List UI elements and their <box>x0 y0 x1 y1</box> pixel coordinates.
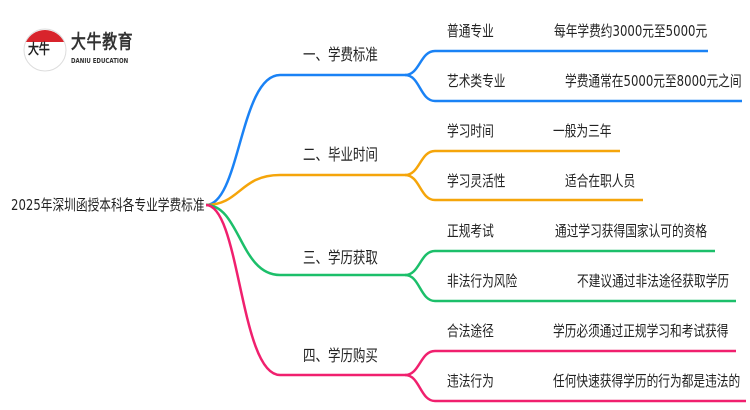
branch-label: 三、学历获取 <box>303 248 378 267</box>
leaf-label: 正规考试 <box>447 222 494 240</box>
leaf-value: 学费通常在5000元至8000元之间 <box>565 72 742 90</box>
leaf-label: 合法途径 <box>447 322 494 340</box>
leaf-value: 适合在职人员 <box>565 172 636 190</box>
branch-label: 二、毕业时间 <box>303 145 378 164</box>
branch-line-4b <box>404 373 746 403</box>
leaf-value: 每年学费约3000元至5000元 <box>554 22 708 40</box>
leaf-label: 学习灵活性 <box>447 172 506 190</box>
logo-brand-cn: 大牛教育 <box>71 31 134 53</box>
logo-mark: 大牛 <box>28 42 50 58</box>
leaf-value: 学历必须通过正规学习和考试获得 <box>553 322 729 340</box>
branch-line-4 <box>205 203 736 377</box>
leaf-label: 艺术类专业 <box>447 72 506 90</box>
leaf-value: 不建议通过非法途径获取学历 <box>577 272 730 290</box>
logo-arc <box>26 29 64 42</box>
root-topic: 2025年深圳函授本科各专业学费标准 <box>11 196 205 214</box>
branch-line-1 <box>205 49 708 207</box>
leaf-label: 普通专业 <box>447 22 494 40</box>
leaf-label: 违法行为 <box>447 372 494 390</box>
leaf-value: 一般为三年 <box>553 122 612 140</box>
branch-line-2 <box>205 149 620 207</box>
branch-line-1b <box>404 73 742 103</box>
leaf-label: 学习时间 <box>447 122 494 140</box>
leaf-label: 非法行为风险 <box>447 272 518 290</box>
branch-line-3b <box>404 273 736 303</box>
leaf-value: 通过学习获得国家认可的资格 <box>555 222 708 240</box>
logo-brand-en: DANIU EDUCATION <box>71 57 129 65</box>
branch-label: 四、学历购买 <box>303 346 378 365</box>
branch-line-2b <box>404 173 643 202</box>
branch-label: 一、学费标准 <box>303 45 378 64</box>
leaf-value: 任何快速获得学历的行为都是违法的 <box>553 372 741 390</box>
branch-line-3 <box>205 203 715 277</box>
